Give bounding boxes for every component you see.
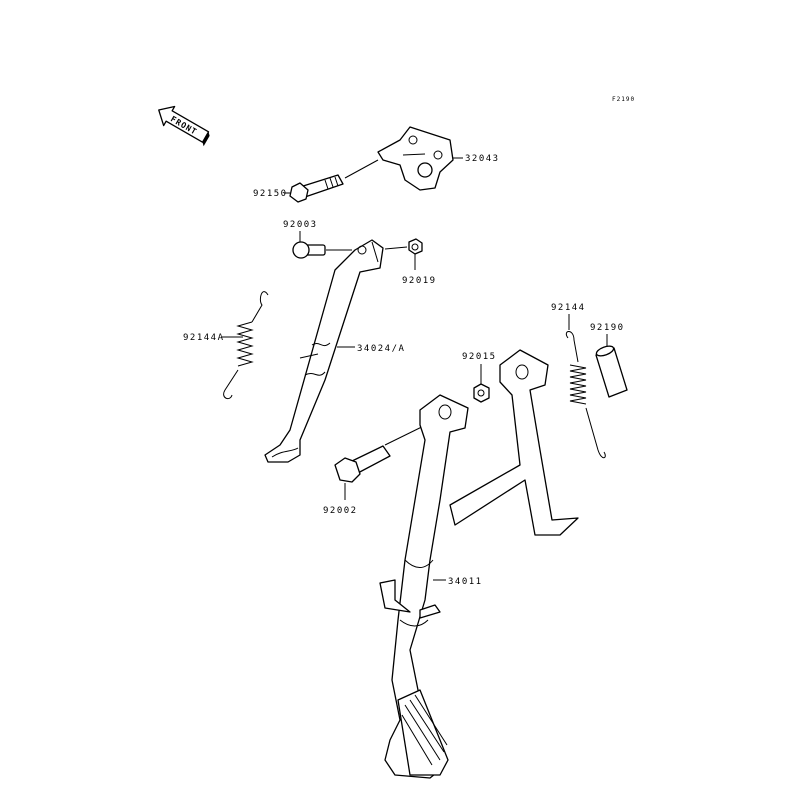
main-stand-34011 bbox=[379, 349, 579, 779]
label-92190: 92190 bbox=[590, 323, 625, 333]
sleeve-92190 bbox=[595, 334, 628, 398]
figure-code: F2190 bbox=[612, 96, 635, 103]
label-92002: 92002 bbox=[323, 506, 358, 516]
label-34024A: 34024/A bbox=[357, 344, 405, 354]
nut-92015 bbox=[473, 364, 490, 403]
label-32043: 32043 bbox=[465, 154, 500, 164]
bracket-32043 bbox=[377, 126, 463, 191]
label-34011: 34011 bbox=[448, 577, 483, 587]
spring-92144A bbox=[222, 291, 269, 400]
label-92144A: 92144A bbox=[183, 333, 225, 343]
side-stand-34024A bbox=[264, 239, 384, 463]
spring-92144 bbox=[565, 314, 606, 459]
label-92144: 92144 bbox=[551, 303, 586, 313]
label-92015: 92015 bbox=[462, 352, 497, 362]
bolt-92002 bbox=[334, 417, 441, 500]
label-92003: 92003 bbox=[283, 220, 318, 230]
bolt-92150 bbox=[284, 159, 379, 203]
front-arrow-icon: FRONT bbox=[158, 105, 210, 147]
pivot-bolt-92003 bbox=[292, 231, 352, 259]
nut-92019 bbox=[384, 238, 423, 270]
label-92150: 92150 bbox=[253, 189, 288, 199]
label-92019: 92019 bbox=[402, 276, 437, 286]
